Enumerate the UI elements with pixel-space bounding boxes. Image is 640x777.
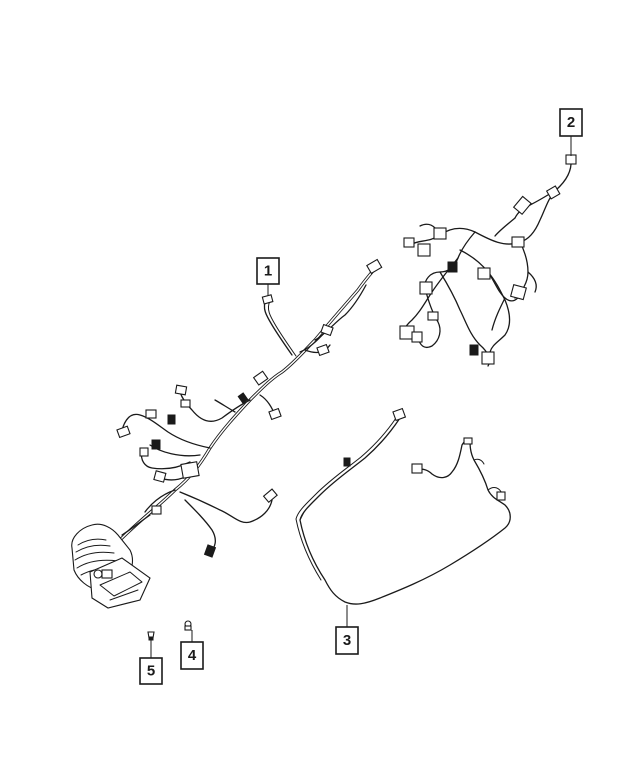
part-2-connectors — [399, 154, 577, 365]
callout-1-label: 1 — [264, 263, 272, 280]
callout-4-label: 4 — [188, 647, 197, 664]
part-3-harness — [295, 417, 511, 605]
callout-5-label: 5 — [147, 663, 155, 680]
part-1-connectors — [116, 258, 383, 558]
callout-1: 1 — [256, 257, 280, 296]
part-3-connectors — [343, 407, 506, 501]
callout-2: 2 — [559, 108, 583, 156]
callout-4: 4 — [180, 630, 204, 670]
part-5-clip — [147, 631, 155, 641]
callout-2-label: 2 — [567, 114, 575, 131]
bulkhead-grommet — [71, 523, 151, 609]
callout-3-label: 3 — [343, 632, 351, 649]
callout-3: 3 — [335, 605, 359, 655]
callout-5: 5 — [139, 640, 163, 685]
part-4-clip — [184, 620, 192, 631]
part-2-harness — [402, 159, 572, 367]
